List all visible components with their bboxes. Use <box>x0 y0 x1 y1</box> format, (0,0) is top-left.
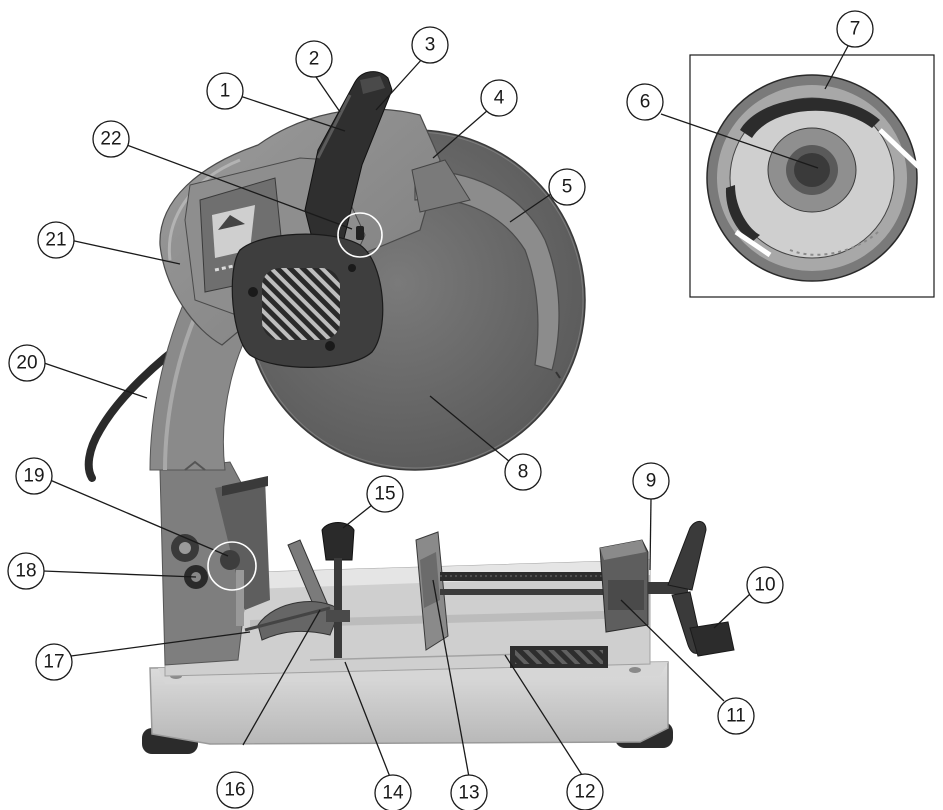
callout-4: 4 <box>481 80 517 116</box>
leader-2 <box>316 77 340 112</box>
callout-13: 13 <box>451 775 487 810</box>
callout-label-14: 14 <box>382 783 404 804</box>
callout-label-1: 1 <box>220 81 231 102</box>
callout-1: 1 <box>207 73 243 109</box>
callout-label-19: 19 <box>23 466 44 487</box>
callout-22: 22 <box>93 121 129 157</box>
callout-2: 2 <box>296 41 332 77</box>
callout-21: 21 <box>38 222 74 258</box>
callout-label-13: 13 <box>458 783 479 804</box>
callout-label-18: 18 <box>15 561 36 582</box>
callout-label-11: 11 <box>726 706 746 727</box>
callout-20: 20 <box>9 345 45 381</box>
callout-label-12: 12 <box>574 782 595 803</box>
callout-label-10: 10 <box>754 575 775 596</box>
callout-label-16: 16 <box>224 780 245 801</box>
motor-cap <box>232 234 382 367</box>
callout-label-8: 8 <box>518 462 529 483</box>
callout-7: 7 <box>837 11 873 47</box>
callout-label-6: 6 <box>640 92 651 113</box>
callout-3: 3 <box>412 27 448 63</box>
callout-label-5: 5 <box>562 177 573 198</box>
callout-label-4: 4 <box>494 88 505 109</box>
callout-15: 15 <box>367 476 403 512</box>
callout-label-7: 7 <box>850 19 861 40</box>
callout-label-15: 15 <box>374 484 395 505</box>
callout-12: 12 <box>567 774 603 810</box>
callout-6: 6 <box>627 84 663 120</box>
callout-14: 14 <box>375 775 411 810</box>
callout-label-20: 20 <box>16 353 37 374</box>
callout-16: 16 <box>217 772 253 808</box>
callout-label-2: 2 <box>309 49 320 70</box>
vise-handle <box>648 521 734 656</box>
callout-8: 8 <box>505 454 541 490</box>
callout-18: 18 <box>8 553 44 589</box>
callout-9: 9 <box>633 463 669 499</box>
leader-9 <box>650 499 651 570</box>
callout-label-22: 22 <box>100 129 121 150</box>
saw-illustration <box>89 72 734 754</box>
callout-label-17: 17 <box>43 652 64 673</box>
leader-15 <box>343 505 372 528</box>
callout-17: 17 <box>36 644 72 680</box>
vise-block <box>600 540 648 632</box>
callout-label-21: 21 <box>45 230 66 251</box>
callout-label-9: 9 <box>646 471 657 492</box>
leader-10 <box>714 594 750 628</box>
flange-nut-inset <box>690 55 934 297</box>
callout-label-3: 3 <box>425 35 436 56</box>
callout-5: 5 <box>549 169 585 205</box>
callout-19: 19 <box>16 458 52 494</box>
callout-11: 11 <box>718 698 754 734</box>
callout-10: 10 <box>747 567 783 603</box>
leader-20 <box>44 363 147 398</box>
